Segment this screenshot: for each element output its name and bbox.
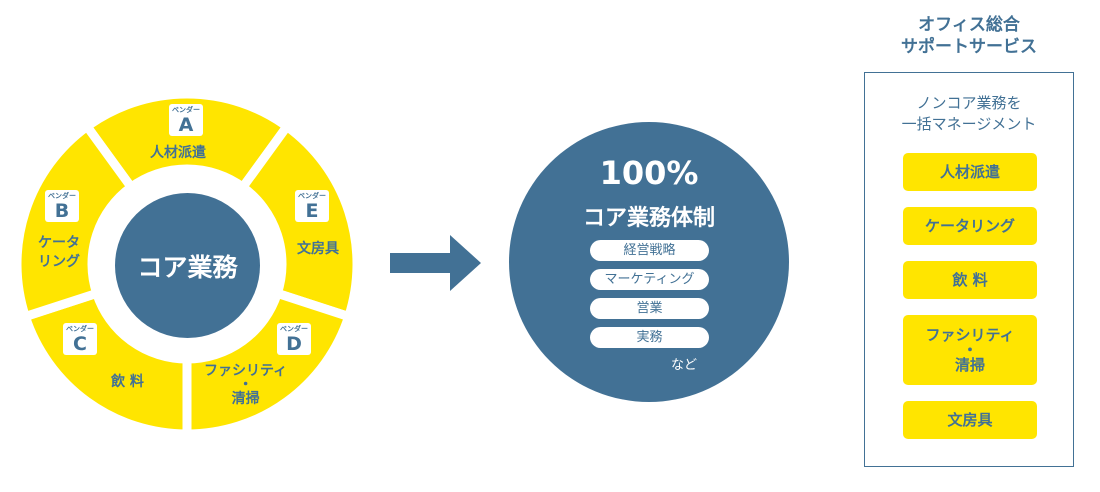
panel-subtitle: ノンコア業務を 一括マネージメント	[901, 94, 1037, 133]
segment-label-e: 文房具	[297, 241, 339, 257]
core-item: 経営戦略	[590, 240, 709, 261]
wheel-segment-a	[80, 89, 294, 194]
segment-label-b: ケータ リング	[38, 235, 80, 270]
percent-value: 100%	[599, 154, 699, 192]
service-item: ケータリング	[903, 207, 1037, 245]
service-item: ファシリティ ・ 清掃	[903, 315, 1037, 385]
segment-label-d: ファシリティ ・ 清掃	[204, 363, 288, 407]
etc-label: など	[671, 358, 698, 373]
vendor-letter: C	[73, 333, 87, 355]
panel-title: オフィス総合 サポートサービス	[901, 15, 1037, 57]
arrow-right-icon	[390, 235, 481, 291]
segment-label-a: 人材派遣	[150, 145, 206, 161]
core-item: 実務	[590, 327, 709, 348]
core-business-system-circle: 100% コア業務体制 経営戦略 マーケティング 営業 実務 など	[509, 122, 789, 402]
core-business-circle: コア業務	[115, 193, 260, 338]
vendor-label: ベンダー	[172, 106, 200, 114]
service-item: 人材派遣	[903, 153, 1037, 191]
vendor-letter: B	[54, 200, 70, 222]
vendor-letter: A	[178, 114, 194, 136]
service-item: 飲 料	[903, 261, 1037, 299]
vendor-letter: E	[305, 200, 319, 222]
system-title: コア業務体制	[582, 206, 715, 231]
service-item: 文房具	[903, 401, 1037, 439]
vendor-letter: D	[286, 333, 302, 355]
vendor-label: ベンダー	[66, 325, 94, 333]
vendor-label: ベンダー	[298, 192, 326, 200]
office-support-panel: ノンコア業務を 一括マネージメント 人材派遣 ケータリング 飲 料 ファシリティ…	[864, 72, 1074, 467]
vendor-label: ベンダー	[48, 192, 76, 200]
vendor-label: ベンダー	[280, 325, 308, 333]
core-item: 営業	[590, 298, 709, 319]
core-item: マーケティング	[590, 269, 709, 290]
segment-label-c: 飲 料	[111, 374, 144, 390]
